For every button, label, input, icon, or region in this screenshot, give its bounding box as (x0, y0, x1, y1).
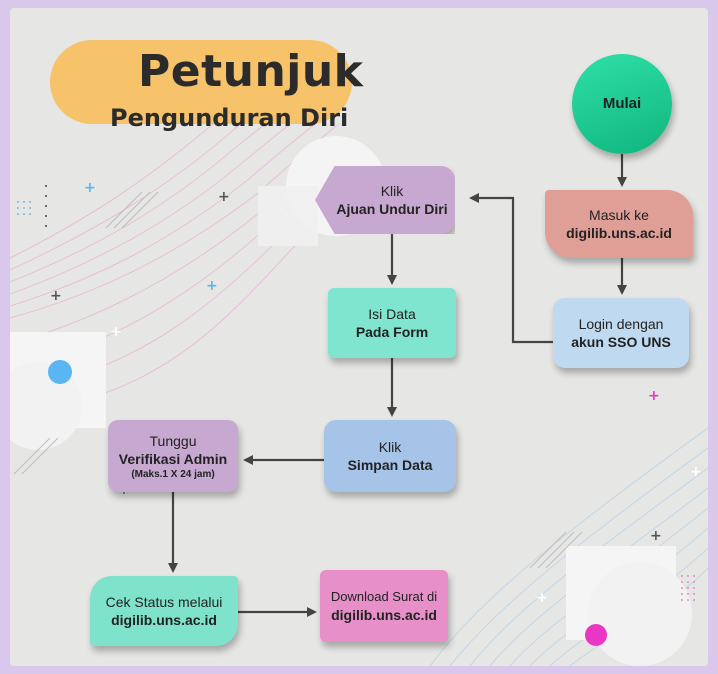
step-login-line1: Login dengan (578, 316, 664, 332)
step-isi-data-node: Isi Data Pada Form (328, 288, 456, 358)
step-login-node: Login dengan akun SSO UNS (553, 298, 689, 368)
step-tunggu-line3: (Maks.1 X 24 jam) (131, 468, 215, 480)
step-simpan-line2: Simpan Data (347, 457, 433, 473)
svg-text:+: + (206, 278, 218, 294)
step-tunggu-line2: Verifikasi Admin (118, 450, 228, 467)
page-subtitle: Pengunduran Diri (110, 104, 349, 132)
svg-text:+: + (690, 464, 702, 480)
step-cek-status-line2: digilib.uns.ac.id (111, 612, 217, 628)
svg-text:+: + (84, 180, 96, 196)
step-ajuan-node: Klik Ajuan Undur Diri (315, 166, 455, 234)
title-banner: Petunjuk Pengunduran Diri (50, 40, 363, 132)
start-node: Mulai (572, 54, 672, 154)
step-simpan-node: Klik Simpan Data (324, 420, 456, 492)
svg-text:+: + (50, 288, 62, 304)
svg-text:+: + (536, 590, 548, 606)
step-ajuan-line1: Klik (380, 183, 404, 199)
connector-arrows (168, 154, 627, 617)
svg-text:+: + (650, 528, 662, 544)
start-label: Mulai (602, 95, 642, 112)
arrow-login-to-ajuan (469, 193, 553, 344)
step-download-node: Download Surat di digilib.uns.ac.id (320, 570, 448, 642)
svg-text:+: + (648, 388, 660, 404)
step-ajuan-line2: Ajuan Undur Diri (336, 201, 448, 217)
svg-text:+: + (110, 324, 122, 340)
step-tunggu-node: Tunggu Verifikasi Admin (Maks.1 X 24 jam… (108, 420, 238, 492)
step-isi-data-line2: Pada Form (355, 324, 429, 340)
step-isi-data-line1: Isi Data (368, 306, 416, 322)
step-masuk-node: Masuk ke digilib.uns.ac.id (545, 190, 693, 258)
step-masuk-line2: digilib.uns.ac.id (566, 225, 672, 241)
step-download-line1: Download Surat di (330, 589, 438, 604)
step-masuk-line1: Masuk ke (589, 207, 649, 223)
step-cek-status-node: Cek Status melalui digilib.uns.ac.id (90, 576, 238, 646)
step-tunggu-line1: Tunggu (149, 432, 197, 449)
step-login-line2: akun SSO UNS (571, 334, 671, 350)
svg-text:+: + (218, 189, 230, 205)
step-download-line2: digilib.uns.ac.id (331, 607, 437, 623)
step-simpan-line1: Klik (378, 439, 402, 455)
step-cek-status-line1: Cek Status melalui (105, 594, 223, 610)
page-title: Petunjuk (138, 46, 364, 97)
flowchart-canvas: + + + + + + + + + + Petunjuk Pengunduran… (10, 8, 708, 666)
